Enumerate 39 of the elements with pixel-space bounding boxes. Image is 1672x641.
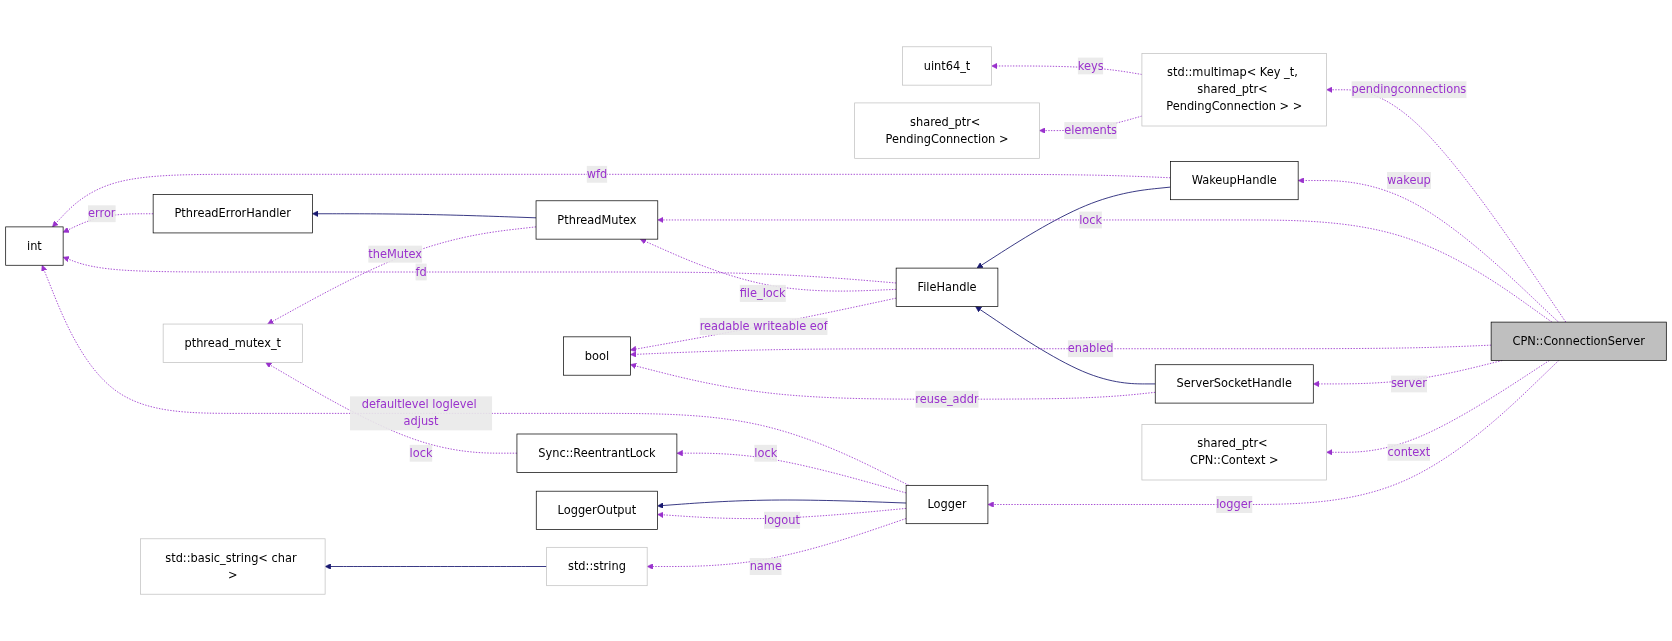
edge-label: logout — [763, 513, 800, 527]
edge-label: file_lock — [739, 286, 786, 300]
node-box: ServerSocketHandle — [1154, 364, 1314, 404]
edge-label: enabled — [1067, 341, 1114, 356]
edge-label: elements — [1064, 123, 1118, 138]
edge-label: pendingconnections — [1351, 82, 1467, 97]
node-box: LoggerOutput — [535, 490, 658, 530]
edge-label: server — [1390, 376, 1427, 391]
edge-label: fd — [415, 264, 427, 279]
edge-label: wfd — [586, 167, 608, 181]
node-box: std::multimap< Key _t, shared_ptr< PendingConnection > > — [1141, 53, 1327, 127]
node-box: pthread_mutex_t — [162, 323, 303, 363]
edge-label: reuse_addr — [915, 392, 979, 406]
node-box: bool — [563, 336, 631, 376]
edge-label: theMutex — [368, 247, 422, 261]
node-box: CPN::ConnectionServer — [1490, 321, 1667, 361]
node-box: std::string — [546, 546, 648, 587]
node-box: PthreadMutex — [535, 200, 659, 240]
node-box: int — [5, 226, 64, 266]
node-box: PthreadErrorHandler — [152, 194, 313, 234]
node-box: Sync::ReentrantLock — [516, 433, 678, 473]
edge-label: wakeup — [1386, 173, 1431, 187]
node-box: shared_ptr< PendingConnection > — [854, 102, 1040, 159]
node-box: WakeupHandle — [1170, 161, 1299, 201]
node-box: std::basic_string< char > — [140, 538, 326, 595]
edge-label: lock — [754, 446, 778, 460]
edge-label: context — [1387, 445, 1431, 459]
edge-label: logger — [1216, 497, 1253, 511]
edge-label: lock — [409, 446, 433, 460]
edge-label: defaultlevel loglevel adjust — [361, 397, 477, 429]
node-box: Logger — [905, 484, 989, 525]
node-box: FileHandle — [895, 267, 999, 307]
node-box: shared_ptr< CPN::Context > — [1141, 424, 1327, 481]
node-box: uint64_t — [902, 46, 992, 86]
edge-label: error — [88, 206, 116, 221]
edge-label: name — [749, 559, 782, 573]
edge-label: readable writeable eof — [699, 319, 828, 333]
edge-label: lock — [1079, 212, 1103, 227]
edge-label: keys — [1077, 58, 1104, 73]
